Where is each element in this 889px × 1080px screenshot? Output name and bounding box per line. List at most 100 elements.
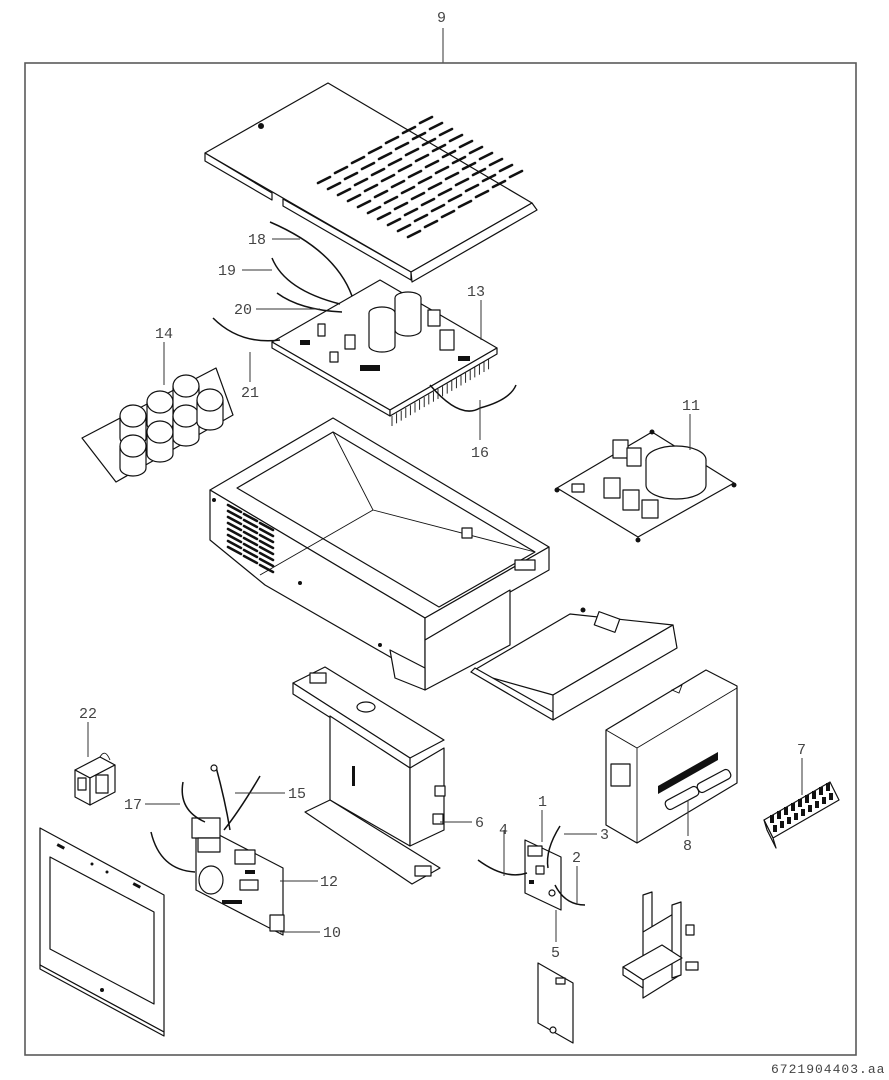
vent-slot <box>441 149 457 159</box>
vent-slot <box>444 171 460 181</box>
vent-slot <box>377 151 393 161</box>
callout-17: 17 <box>124 797 142 814</box>
vent-slot <box>431 143 447 153</box>
callout-8: 8 <box>683 838 692 855</box>
vent-slot <box>258 563 275 574</box>
vent-slot <box>367 145 383 155</box>
terminal <box>826 783 830 791</box>
vent-slot <box>226 527 243 538</box>
capacitor-bank <box>81 367 234 483</box>
vent-slot <box>393 201 409 211</box>
terminal <box>780 821 784 828</box>
vent-slot <box>258 527 275 538</box>
vent-slot <box>356 199 372 209</box>
terminal <box>815 801 819 808</box>
vent-slot <box>380 173 396 183</box>
vent-slot <box>258 545 275 556</box>
vent-slot <box>413 213 429 223</box>
vent-slot <box>258 551 275 562</box>
vent-slot <box>383 195 399 205</box>
callout-7: 7 <box>797 742 806 759</box>
terminal <box>829 793 833 800</box>
terminal <box>777 811 781 819</box>
vent-slot <box>420 197 436 207</box>
vent-slot <box>373 189 389 199</box>
vent-slot <box>406 229 422 239</box>
vent-slot <box>258 539 275 550</box>
vent-slot <box>427 181 443 191</box>
terminal <box>787 817 791 824</box>
vent-slot <box>454 177 470 187</box>
vent-slot <box>434 165 450 175</box>
vent-slot <box>242 512 259 523</box>
callout-2: 2 <box>572 850 581 867</box>
callout-15: 15 <box>288 786 306 803</box>
callout-22: 22 <box>79 706 97 723</box>
wire-2 <box>554 884 586 906</box>
callout-6: 6 <box>475 815 484 832</box>
filter-pcb <box>554 429 737 543</box>
vent-slot <box>226 515 243 526</box>
vent-slot <box>360 161 376 171</box>
callout-14: 14 <box>155 326 173 343</box>
cover-vent-slots <box>316 115 524 239</box>
vent-slot <box>404 147 420 157</box>
vent-slot <box>471 167 487 177</box>
capacitor <box>172 404 200 447</box>
support-bracket <box>622 891 699 999</box>
mounting-frame <box>292 666 446 885</box>
leader-lines <box>87 238 803 942</box>
vent-slot <box>397 163 413 173</box>
terminal <box>784 807 788 815</box>
vent-slot <box>226 521 243 532</box>
vent-slot <box>390 179 406 189</box>
vent-slot <box>384 135 400 145</box>
callout-5: 5 <box>551 945 560 962</box>
base-tray <box>470 607 678 721</box>
wire-loop <box>150 831 196 873</box>
vent-slot <box>508 169 524 179</box>
vent-slot <box>343 171 359 181</box>
vent-slot <box>326 181 342 191</box>
vent-slot <box>478 151 494 161</box>
vent-slot <box>370 167 386 177</box>
wire-4 <box>477 859 528 876</box>
terminal <box>791 803 795 811</box>
terminal <box>805 795 809 803</box>
vent-slot <box>242 524 259 535</box>
callout-labels: 9 18 19 20 21 13 14 16 11 22 17 15 12 10… <box>79 10 806 962</box>
callout-11: 11 <box>682 398 700 415</box>
terminal <box>794 813 798 820</box>
capacitor <box>146 420 174 463</box>
vent-slot <box>396 223 412 233</box>
vent-slot <box>437 187 453 197</box>
main-chassis <box>209 417 550 691</box>
wire-15 <box>223 775 261 831</box>
callout-12: 12 <box>320 874 338 891</box>
callout-20: 20 <box>234 302 252 319</box>
vent-slot <box>242 518 259 529</box>
vent-slot <box>366 205 382 215</box>
vent-slot <box>363 183 379 193</box>
vent-slot <box>428 121 444 131</box>
vent-slot <box>488 157 504 167</box>
vent-slot <box>346 193 362 203</box>
assembly-frame <box>24 62 857 1056</box>
vent-slot <box>423 219 439 229</box>
vent-slot <box>226 509 243 520</box>
inverter-pcb <box>271 279 498 426</box>
capacitor <box>196 388 224 431</box>
wire-17 <box>181 781 206 823</box>
terminal <box>770 815 774 823</box>
vent-slot <box>226 539 243 550</box>
vent-slot <box>430 203 446 213</box>
capacitor <box>119 434 147 477</box>
vent-slot <box>376 211 392 221</box>
terminal <box>812 791 816 799</box>
vent-slot <box>411 131 427 141</box>
callout-3: 3 <box>600 827 609 844</box>
terminal <box>808 805 812 812</box>
front-panel <box>39 827 165 1037</box>
top-cover-panel <box>204 82 538 283</box>
